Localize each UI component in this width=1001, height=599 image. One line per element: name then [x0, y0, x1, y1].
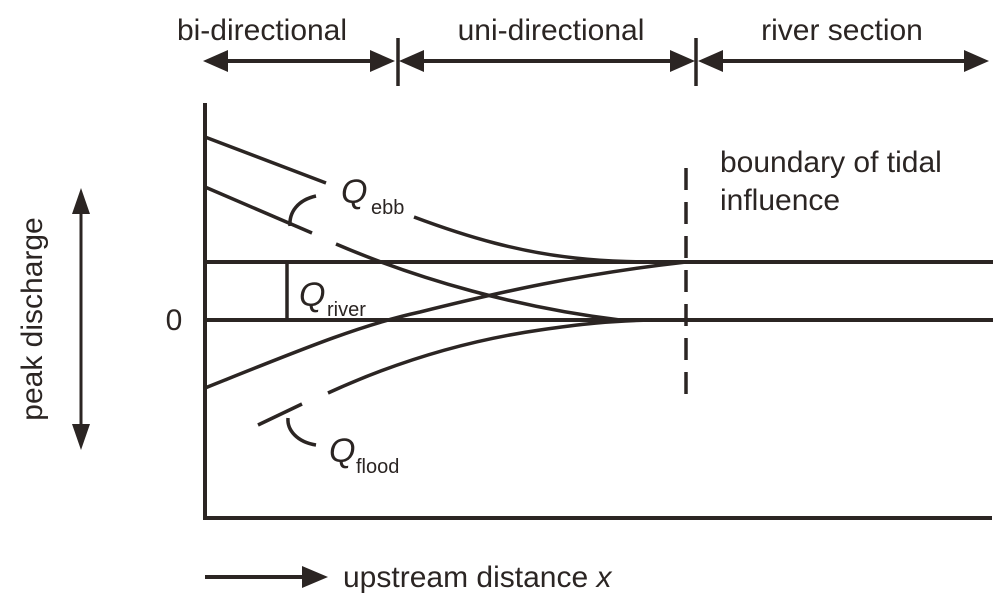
ebb-curve-b: [335, 242, 621, 322]
boundary-label-line1: boundary of tidal: [720, 146, 942, 179]
arrowhead-right: [370, 50, 395, 72]
arrowhead-right: [302, 566, 328, 588]
y-axis-indicator: peak discharge: [16, 188, 90, 450]
y-axis-label: peak discharge: [16, 217, 49, 420]
arrowhead-down: [72, 424, 90, 450]
arrowhead-right: [964, 50, 989, 72]
ebb-symbol: Q: [341, 173, 367, 211]
flood-symbol: Q: [329, 432, 355, 470]
x-axis-symbol: x: [594, 561, 612, 594]
zone-label-river: river section: [761, 14, 923, 47]
boundary-label-line2: influence: [720, 184, 840, 217]
ebb-angle-arc: [288, 194, 317, 227]
x-axis-indicator: upstream distance x: [205, 561, 612, 594]
river-symbol: Q: [299, 276, 325, 314]
zone-bar: bi-directional uni-directional river sec…: [177, 14, 989, 86]
zone-label-unidirectional: uni-directional: [458, 14, 645, 47]
ebb-subscript: ebb: [371, 197, 404, 219]
zone-label-bidirectional: bi-directional: [177, 14, 347, 47]
arrowhead-right: [670, 50, 695, 72]
ebb-envelope-upper-b: [413, 215, 687, 264]
flood-curve-lower-a: [257, 402, 303, 427]
flood-subscript: flood: [356, 456, 399, 478]
axes: [203, 103, 992, 520]
zero-label: 0: [166, 304, 183, 337]
arrowhead-left: [399, 50, 424, 72]
flood-curve-lower-b: [327, 318, 653, 395]
flood-curve-upper: [204, 260, 687, 390]
flood-angle-arc: [286, 417, 317, 447]
arrowhead-left: [203, 50, 228, 72]
ebb-curve-a: [204, 185, 313, 235]
ebb-envelope-upper-a: [204, 135, 327, 185]
arrowhead-up: [72, 188, 90, 214]
river-subscript: river: [327, 299, 366, 321]
x-axis-label: upstream distance x: [343, 561, 612, 594]
x-axis-label-text: upstream distance: [343, 561, 588, 594]
arrowhead-left: [698, 50, 723, 72]
